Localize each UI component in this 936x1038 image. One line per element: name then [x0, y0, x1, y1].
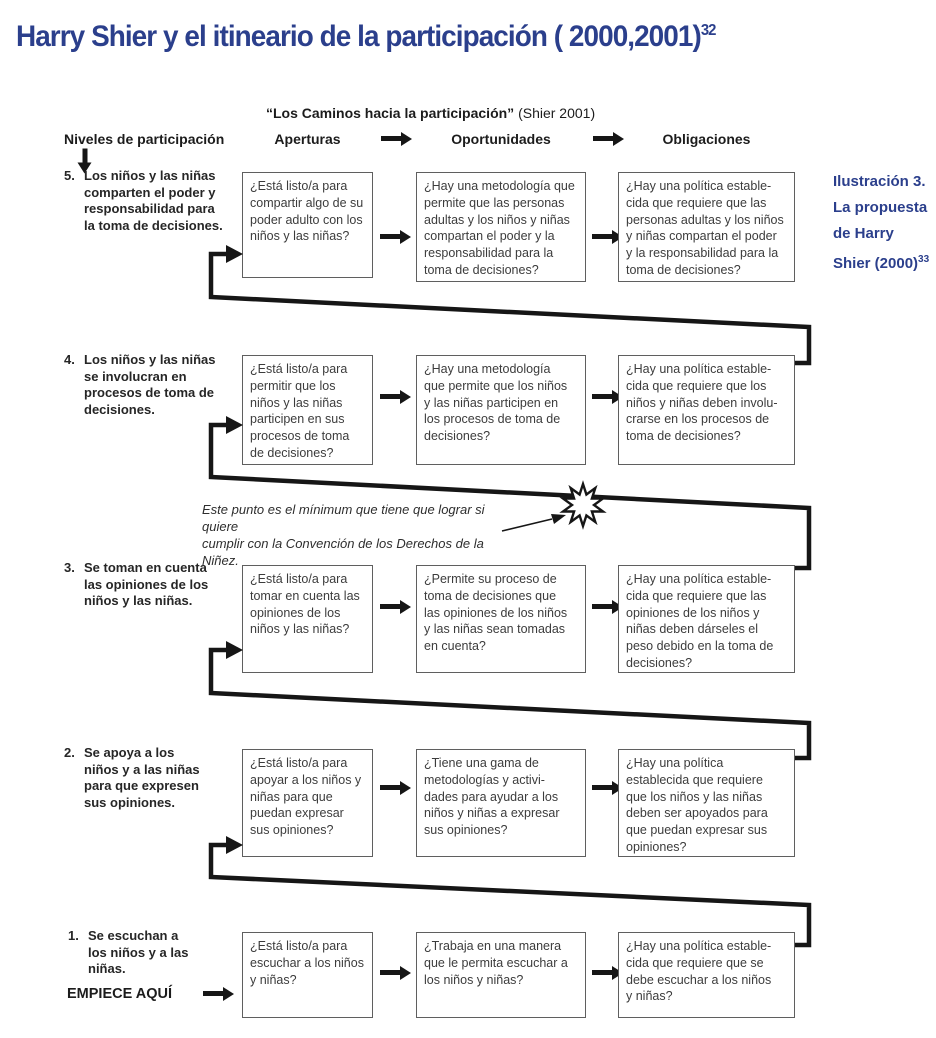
down-arrow-icon	[82, 148, 88, 163]
right-arrow-icon	[381, 136, 401, 141]
level-3-label: 3. Se toman en cuenta las opiniones de l…	[64, 560, 239, 610]
diagram-subtitle-cite: (Shier 2001)	[514, 105, 596, 121]
column-header-oportunidades: Oportunidades	[451, 131, 551, 147]
column-header-obligaciones: Obligaciones	[662, 131, 751, 147]
right-arrow-icon	[592, 785, 612, 790]
level-1-label: 1. Se escuchan a los niños y a las niñas…	[68, 928, 243, 978]
box-aperturas-1: ¿Está listo/a para escuchar a los niños …	[242, 932, 373, 1018]
level-number: 5.	[64, 168, 75, 183]
illustration-caption-text: Shier (2000)	[833, 255, 919, 272]
box-aperturas-3: ¿Está listo/a para tomar en cuenta las o…	[242, 565, 373, 673]
box-obligaciones-5: ¿Hay una política estable- cida que requ…	[618, 172, 795, 282]
diagram-subtitle: “Los Caminos hacia la participación” (Sh…	[266, 105, 595, 121]
column-header-niveles: Niveles de participación	[64, 131, 225, 147]
box-oportunidades-2: ¿Tiene una gama de metodologías y activi…	[416, 749, 586, 857]
box-obligaciones-4: ¿Hay una política estable- cida que requ…	[618, 355, 795, 465]
level-2-label: 2. Se apoya a los niños y a las niñas pa…	[64, 745, 239, 811]
level-number: 4.	[64, 352, 75, 367]
box-oportunidades-4: ¿Hay una metodología que permite que los…	[416, 355, 586, 465]
connector-arrowhead-icon	[226, 416, 243, 434]
illustration-caption-line: La propuesta	[833, 199, 928, 216]
note-pointer-arrowhead-icon	[551, 514, 566, 524]
level-text: Los niños y las niñas se involucran en p…	[84, 352, 216, 417]
illustration-caption-line: de Harry	[833, 225, 894, 242]
level-text: Los niños y las niñas comparten el poder…	[84, 168, 223, 233]
right-arrow-icon	[592, 234, 612, 239]
level-text: Se escuchan a los niños y a las niñas.	[88, 928, 189, 976]
level-number: 3.	[64, 560, 75, 575]
box-aperturas-2: ¿Está listo/a para apoyar a los niños y …	[242, 749, 373, 857]
start-here-label: EMPIECE AQUÍ	[67, 986, 173, 1002]
level-4-label: 4. Los niños y las niñas se involucran e…	[64, 352, 239, 418]
box-oportunidades-1: ¿Trabaja en una manera que le permita es…	[416, 932, 586, 1018]
footnote-ref-32: 32	[700, 22, 717, 39]
box-oportunidades-3: ¿Permite su proceso de toma de decisione…	[416, 565, 586, 673]
starburst-icon	[559, 480, 607, 530]
box-aperturas-5: ¿Está listo/a para compartir algo de su …	[242, 172, 373, 278]
right-arrow-icon	[593, 136, 613, 141]
diagram-subtitle-quote: “Los Caminos hacia la participación”	[266, 105, 515, 121]
level-number: 2.	[64, 745, 75, 760]
level-number: 1.	[68, 928, 79, 943]
illustration-caption-line: Shier (2000)33	[833, 247, 936, 277]
right-arrow-icon	[380, 785, 400, 790]
page-title-text: Harry Shier y el itineario de la partici…	[16, 20, 702, 53]
footnote-ref-33: 33	[918, 254, 930, 265]
level-5-label: 5. Los niños y las niñas comparten el po…	[64, 168, 239, 234]
box-oportunidades-5: ¿Hay una metodología que permite que las…	[416, 172, 586, 282]
illustration-caption-line: Ilustración 3.	[833, 173, 926, 190]
right-arrow-icon	[592, 604, 612, 609]
box-obligaciones-1: ¿Hay una política estable- cida que requ…	[618, 932, 795, 1018]
right-arrow-icon	[592, 970, 612, 975]
column-header-aperturas: Aperturas	[274, 131, 341, 147]
page-title: Harry Shier y el itineario de la partici…	[16, 20, 760, 54]
level-text: Se toman en cuenta las opiniones de los …	[84, 560, 209, 608]
illustration-caption: Ilustración 3. La propuesta de Harry Shi…	[833, 169, 936, 277]
level-text: Se apoya a los niños y a las niñas para …	[84, 745, 200, 810]
right-arrow-icon	[380, 970, 400, 975]
right-arrow-icon	[380, 234, 400, 239]
right-arrow-icon	[380, 604, 400, 609]
connector-line	[208, 842, 812, 948]
connector-arrowhead-icon	[226, 836, 243, 854]
box-aperturas-4: ¿Está listo/a para permitir que los niño…	[242, 355, 373, 465]
right-arrow-icon	[380, 394, 400, 399]
connector-arrowhead-icon	[226, 641, 243, 659]
connector-arrowhead-icon	[226, 245, 243, 263]
start-arrow-icon	[203, 991, 223, 996]
right-arrow-icon	[592, 394, 612, 399]
box-obligaciones-3: ¿Hay una política estable- cida que requ…	[618, 565, 795, 673]
minimum-note: Este punto es el mínimum que tiene que l…	[202, 502, 485, 568]
box-obligaciones-2: ¿Hay una política establecida que requie…	[618, 749, 795, 857]
